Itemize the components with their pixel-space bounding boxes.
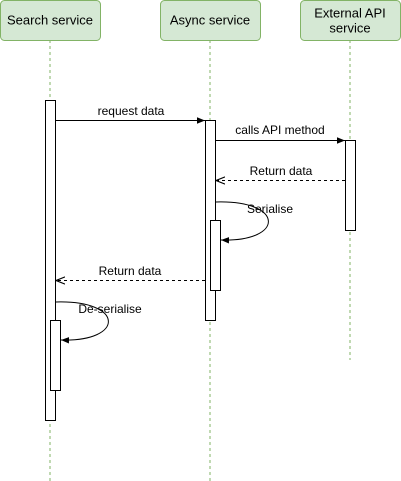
participant-box <box>0 0 101 41</box>
search-service-activation <box>45 100 56 421</box>
external-api-service-activation <box>345 140 356 231</box>
participant-label-line-1: External API <box>314 6 386 21</box>
message-return-data-external: Return data <box>216 164 345 181</box>
participant-label: Async service <box>170 13 250 28</box>
message-label: Serialise <box>247 202 293 216</box>
participant-search-service: Search service <box>0 0 101 41</box>
participant-box <box>160 0 261 41</box>
participant-external-api-service: External API service <box>300 0 401 41</box>
message-return-data-async: Return data <box>56 264 205 281</box>
message-serialise: Serialise <box>215 201 293 244</box>
async-service-nested-activation <box>210 220 221 291</box>
message-deserialise: De-serialise <box>55 301 142 344</box>
participant-label-line-2: service <box>329 21 370 36</box>
message-calls-api-method: calls API method <box>216 123 345 144</box>
participant-label: Search service <box>7 13 93 28</box>
participant-async-service: Async service <box>160 0 261 41</box>
search-service-nested-activation <box>50 320 61 391</box>
message-label: request data <box>98 104 165 118</box>
message-label: Return data <box>250 164 313 178</box>
self-call-arrow <box>215 201 269 244</box>
message-label: calls API method <box>235 123 324 137</box>
message-request-data: request data <box>56 104 205 124</box>
message-label: Return data <box>99 264 162 278</box>
message-label: De-serialise <box>78 302 142 316</box>
self-call-arrow <box>55 301 109 344</box>
